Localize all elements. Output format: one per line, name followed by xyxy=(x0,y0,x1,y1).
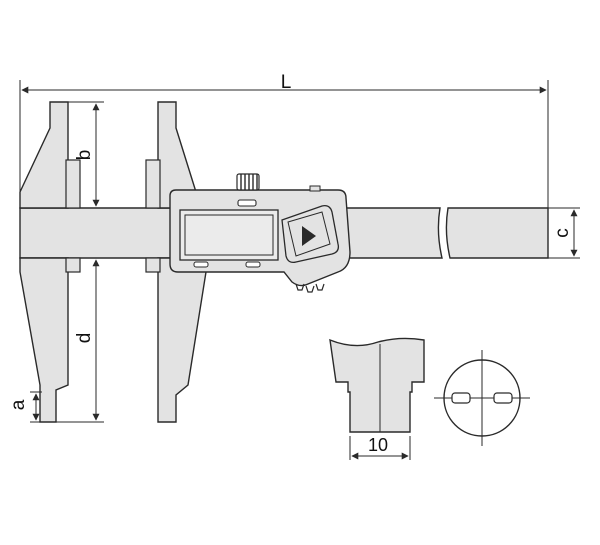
label-10: 10 xyxy=(368,435,388,455)
dimension-d xyxy=(56,257,104,423)
cross-section xyxy=(434,350,530,446)
triangle-play-icon xyxy=(302,226,316,246)
label-b: b xyxy=(74,150,95,161)
dimension-L xyxy=(19,80,549,208)
label-c: c xyxy=(552,228,573,238)
knurled-wheel-icon xyxy=(236,173,260,191)
dimension-a xyxy=(30,391,42,423)
movable-jaw xyxy=(145,101,207,423)
label-L: L xyxy=(281,72,292,93)
tip-detail xyxy=(329,337,425,460)
label-a: a xyxy=(8,399,29,410)
dimension-b xyxy=(68,101,104,209)
play-button xyxy=(281,204,340,264)
dimension-c xyxy=(548,207,580,259)
label-d: d xyxy=(74,333,95,344)
lcd-display xyxy=(179,209,279,261)
fixed-jaw xyxy=(19,101,81,423)
